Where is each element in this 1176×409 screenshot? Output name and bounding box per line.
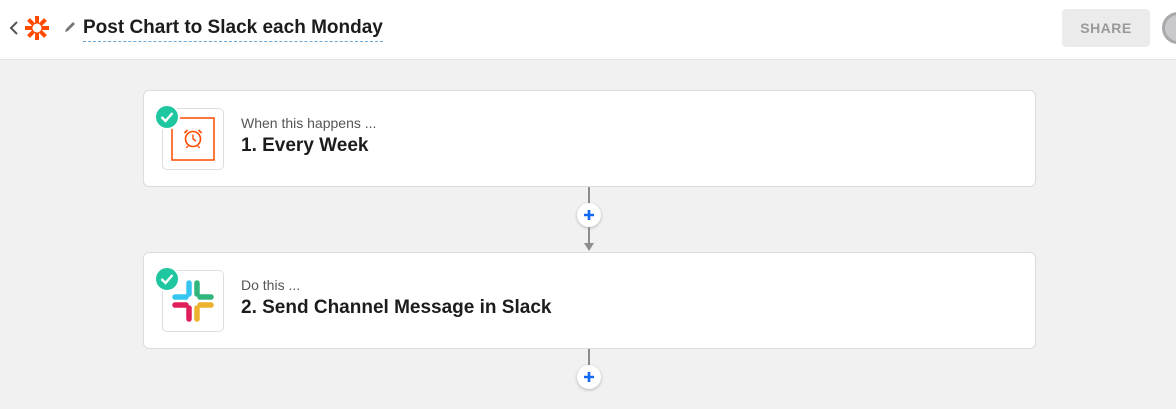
step-complete-check-icon bbox=[154, 266, 180, 292]
connector-line bbox=[588, 227, 590, 244]
connector-line bbox=[588, 349, 590, 365]
schedule-alarm-clock-icon bbox=[171, 117, 215, 161]
app-tile-slack bbox=[162, 270, 224, 332]
step-title: 1. Every Week bbox=[241, 135, 369, 156]
step-title: 2. Send Channel Message in Slack bbox=[241, 297, 552, 318]
step-complete-check-icon bbox=[154, 104, 180, 130]
user-avatar[interactable] bbox=[1162, 12, 1176, 44]
chevron-left-icon bbox=[9, 21, 18, 35]
step-label: When this happens ... bbox=[241, 115, 377, 131]
step-card-action[interactable]: Do this ... 2. Send Channel Message in S… bbox=[143, 252, 1036, 349]
step-label: Do this ... bbox=[241, 277, 301, 293]
arrow-down-icon bbox=[584, 243, 594, 251]
add-step-button[interactable] bbox=[577, 365, 601, 389]
step-card-trigger[interactable]: When this happens ... 1. Every Week bbox=[143, 90, 1036, 187]
slack-logo-icon bbox=[172, 280, 214, 322]
zap-title[interactable]: Post Chart to Slack each Monday bbox=[83, 14, 383, 42]
add-step-button[interactable] bbox=[577, 203, 601, 227]
plus-icon bbox=[584, 210, 594, 220]
share-button[interactable]: SHARE bbox=[1062, 9, 1150, 47]
pencil-icon bbox=[65, 22, 75, 32]
connector-line bbox=[588, 187, 590, 203]
top-bar: Post Chart to Slack each Monday SHARE bbox=[0, 0, 1176, 60]
zapier-logo-icon[interactable] bbox=[24, 14, 50, 42]
back-button[interactable] bbox=[6, 16, 22, 40]
plus-icon bbox=[584, 372, 594, 382]
